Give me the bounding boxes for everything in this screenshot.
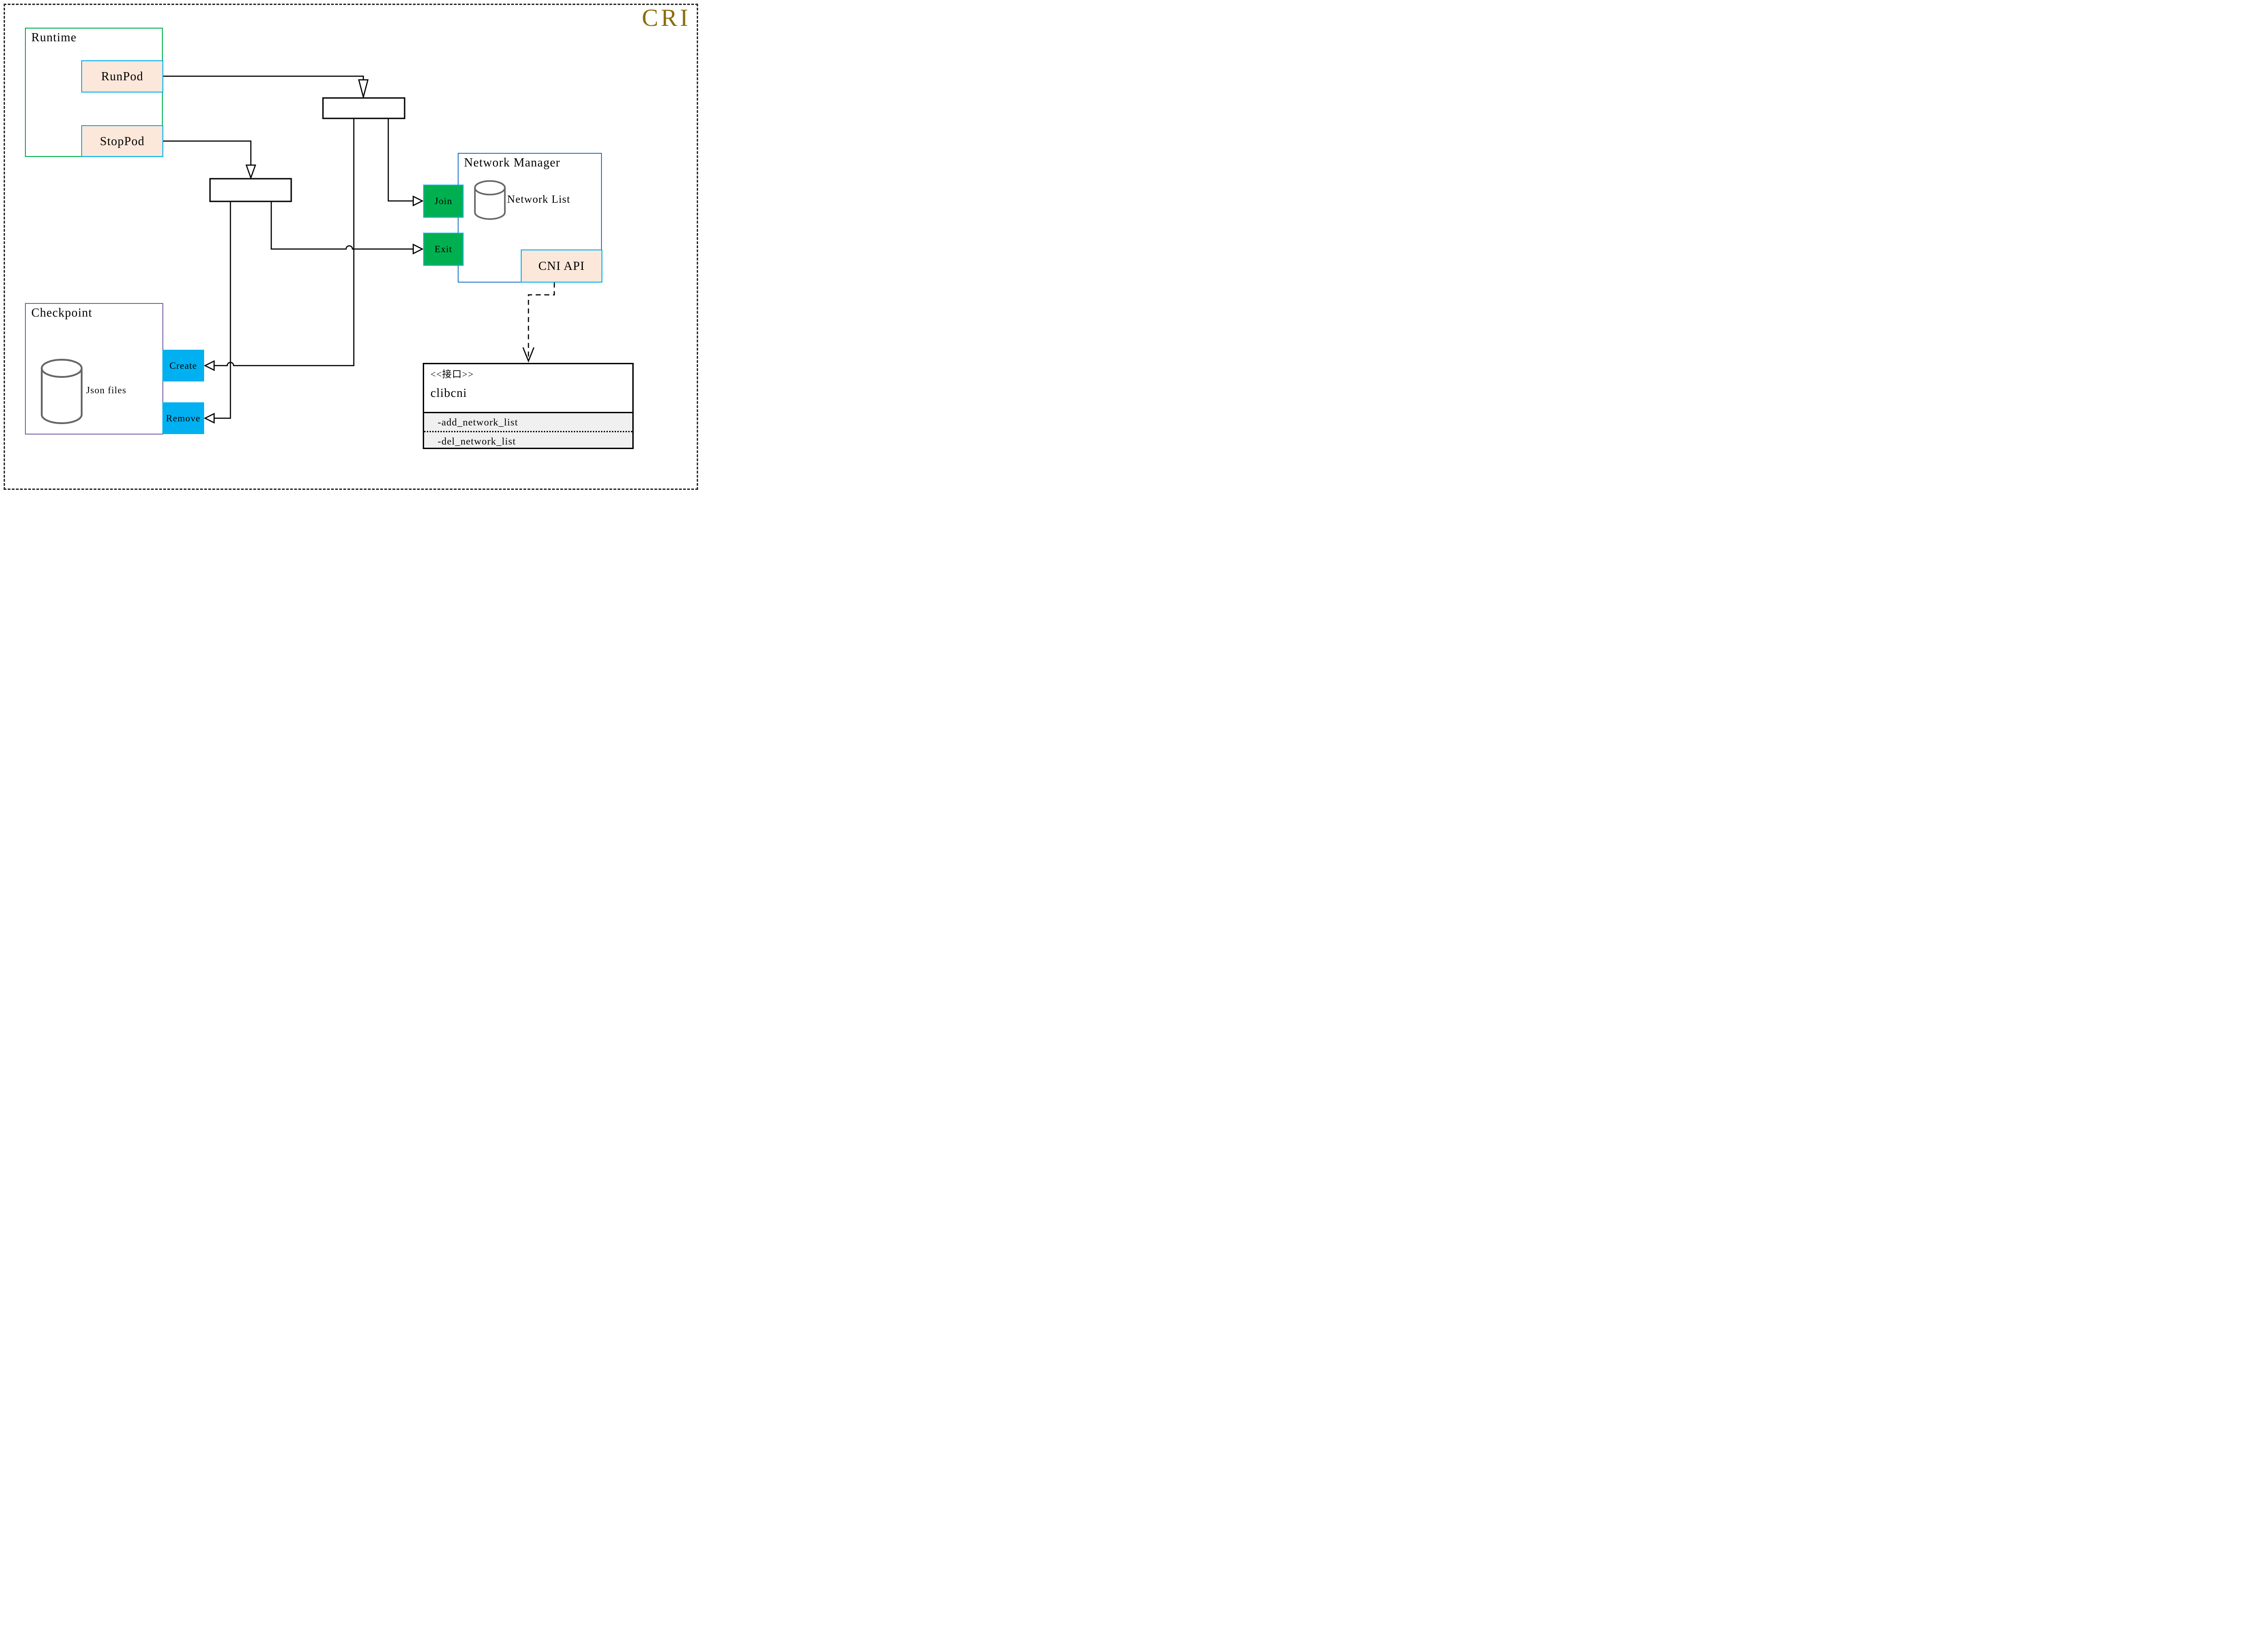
anonymous-node-a (322, 97, 406, 119)
nodeA-arrowhead-icon (358, 79, 369, 99)
network-list-label: Network List (507, 194, 571, 205)
nodeA-to-join-wire (387, 118, 413, 202)
nodeB-to-exit-wire (270, 201, 413, 250)
join-action[interactable]: Join (423, 185, 464, 218)
runpod-to-nodeA-wire (163, 75, 364, 80)
anonymous-node-b (209, 178, 292, 202)
network-manager-title: Network Manager (464, 156, 561, 169)
clibcni-name-label: clibcni (430, 386, 467, 400)
runpod-label: RunPod (101, 69, 144, 83)
create-arrowhead-icon (204, 360, 215, 371)
diagram-canvas: CRI Runtime RunPod StopPod Network Manag… (0, 0, 702, 494)
remove-action[interactable]: Remove (162, 402, 204, 434)
join-arrowhead-icon (412, 195, 424, 207)
nodeA-to-create-wire (214, 118, 355, 367)
clibcni-methods-section: -add_network_list -del_network_list (424, 412, 632, 448)
nodeB-arrowhead-icon (245, 164, 256, 180)
method-del-network-list: -del_network_list (438, 435, 516, 447)
network-manager-container: Network Manager (458, 153, 602, 283)
method-add-network-list: -add_network_list (424, 413, 632, 432)
runpod-port[interactable]: RunPod (81, 60, 163, 93)
json-files-database-icon (41, 359, 83, 424)
stoppod-label: StopPod (100, 134, 145, 148)
connector-layer (41, 75, 555, 424)
network-list-database-icon (474, 180, 506, 220)
cni-api-port[interactable]: CNI API (521, 249, 602, 283)
json-files-label: Json files (86, 385, 127, 396)
remove-label: Remove (166, 412, 200, 424)
create-label: Create (169, 360, 197, 371)
clibcni-header: <<接口>> clibcni (424, 364, 632, 412)
nodeB-to-remove-wire (214, 201, 231, 419)
exit-label: Exit (435, 244, 452, 254)
create-action[interactable]: Create (162, 350, 204, 381)
clibcni-open-arrowhead-icon (522, 347, 535, 363)
remove-arrowhead-icon (204, 412, 215, 424)
diagram-title: CRI (641, 4, 691, 31)
join-label: Join (434, 195, 452, 206)
cni-api-label: CNI API (538, 259, 585, 273)
stoppod-port[interactable]: StopPod (81, 125, 163, 157)
interface-stereotype-label: <<接口>> (430, 369, 474, 380)
stoppod-to-nodeB-wire (163, 140, 252, 165)
exit-action[interactable]: Exit (423, 233, 464, 266)
runtime-title: Runtime (31, 30, 77, 44)
exit-arrowhead-icon (412, 243, 424, 255)
checkpoint-title: Checkpoint (31, 306, 93, 319)
clibcni-interface-box: <<接口>> clibcni -add_network_list -del_ne… (423, 363, 634, 449)
cniapi-to-clibcni-dashed-wire (528, 283, 555, 359)
